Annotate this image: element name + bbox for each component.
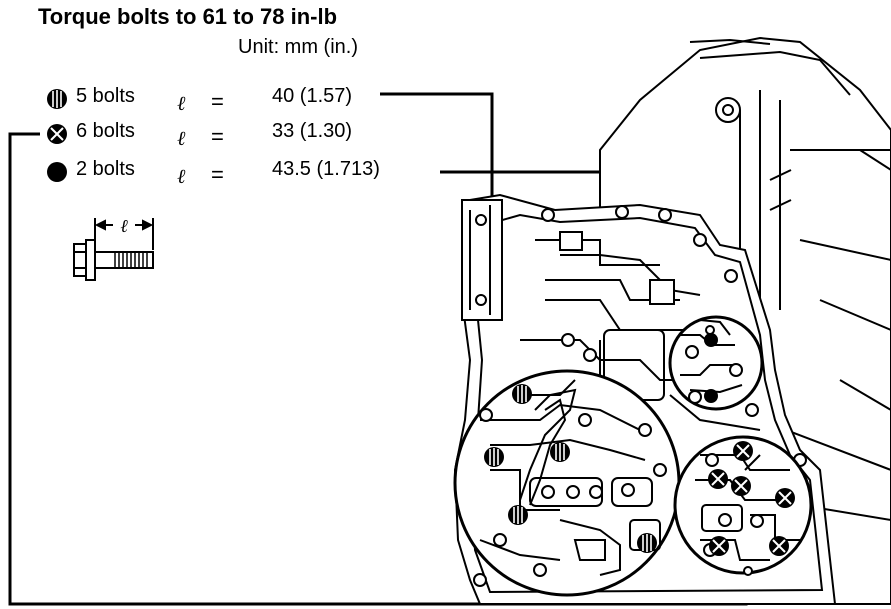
legend-row-5-bolts: 5 bolts ℓ = 40 (1.57) bbox=[46, 85, 386, 115]
equals-sign: = bbox=[211, 162, 224, 187]
bolt-length: 40 (1.57) bbox=[272, 85, 353, 107]
solid-bolt-icon bbox=[47, 162, 67, 182]
bolt-count: 5 bolts bbox=[76, 85, 135, 107]
hatched-bolt-icon bbox=[47, 89, 67, 109]
hatched-bolt-marks bbox=[484, 384, 657, 553]
length-symbol: ℓ bbox=[177, 164, 186, 188]
detail-circle-upper bbox=[668, 315, 764, 411]
unit-label: Unit: mm (in.) bbox=[238, 36, 358, 58]
solid-bolt-marks bbox=[704, 333, 718, 403]
length-symbol: ℓ bbox=[177, 91, 186, 115]
length-symbol: ℓ bbox=[177, 126, 186, 150]
page-title: Torque bolts to 61 to 78 in-lb bbox=[38, 4, 338, 29]
bolt-length: 43.5 (1.713) bbox=[272, 158, 380, 180]
bolt-count: 2 bolts bbox=[76, 158, 135, 180]
legend-row-2-bolts: 2 bolts ℓ = 43.5 (1.713) bbox=[46, 158, 446, 188]
legend-row-6-bolts: 6 bolts ℓ = 33 (1.30) bbox=[46, 120, 386, 150]
cross-bolt-icon bbox=[47, 124, 67, 144]
cross-bolt-marks bbox=[708, 441, 795, 556]
detail-circle-left bbox=[453, 369, 681, 597]
equals-sign: = bbox=[211, 124, 224, 149]
bolt-length: 33 (1.30) bbox=[272, 120, 353, 142]
sketch-length-symbol: ℓ bbox=[120, 216, 128, 237]
detail-circle-right bbox=[673, 435, 813, 576]
bolt-length-sketch bbox=[73, 218, 154, 281]
bolt-count: 6 bolts bbox=[76, 120, 135, 142]
equals-sign: = bbox=[211, 89, 224, 114]
